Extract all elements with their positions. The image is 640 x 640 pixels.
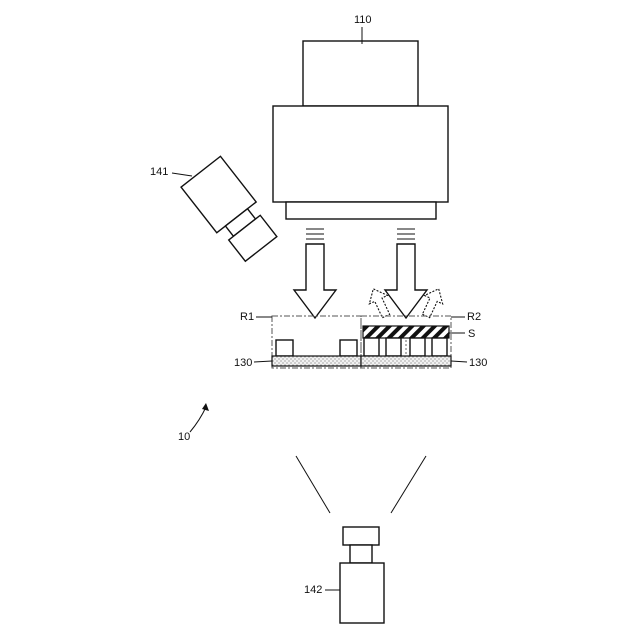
leader-10-arrowhead [202, 403, 209, 411]
device-110-main-body [273, 106, 448, 202]
label-110: 110 [354, 14, 372, 26]
stage-left-post [340, 340, 357, 356]
leader-141 [172, 173, 192, 176]
leader-130-left [254, 361, 272, 362]
device-110-bottom-plate [286, 202, 436, 219]
label-10: 10 [178, 431, 190, 443]
stage-right-cell [364, 338, 379, 356]
stage-left-plate [272, 356, 361, 366]
camera-142-body [340, 563, 384, 623]
left-beam-arrow [294, 229, 336, 318]
label-r2: R2 [467, 311, 481, 323]
label-141: 141 [150, 166, 168, 178]
down-arrow [385, 244, 427, 318]
view-line-right [391, 456, 426, 513]
camera-142-neck [350, 545, 372, 563]
sample-s [363, 326, 449, 338]
leader-130-right [451, 361, 467, 362]
device-110-top-block [303, 41, 418, 106]
camera-142 [340, 527, 384, 623]
camera-142-lens [343, 527, 379, 545]
right-beam-arrow [385, 229, 427, 318]
device-110 [273, 41, 448, 219]
label-r1: R1 [240, 311, 254, 323]
label-130-right: 130 [469, 357, 487, 369]
stage-right-cell [410, 338, 425, 356]
label-s: S [468, 328, 475, 340]
down-arrow [294, 244, 336, 318]
label-142: 142 [304, 584, 322, 596]
view-line-left [296, 456, 330, 513]
stage-right-cell [432, 338, 447, 356]
label-130-left: 130 [234, 357, 252, 369]
leader-10 [190, 407, 206, 432]
camera-141 [181, 156, 281, 264]
stage-left-post [276, 340, 293, 356]
stage-right-plate [361, 356, 451, 366]
stage-right-cell [386, 338, 401, 356]
